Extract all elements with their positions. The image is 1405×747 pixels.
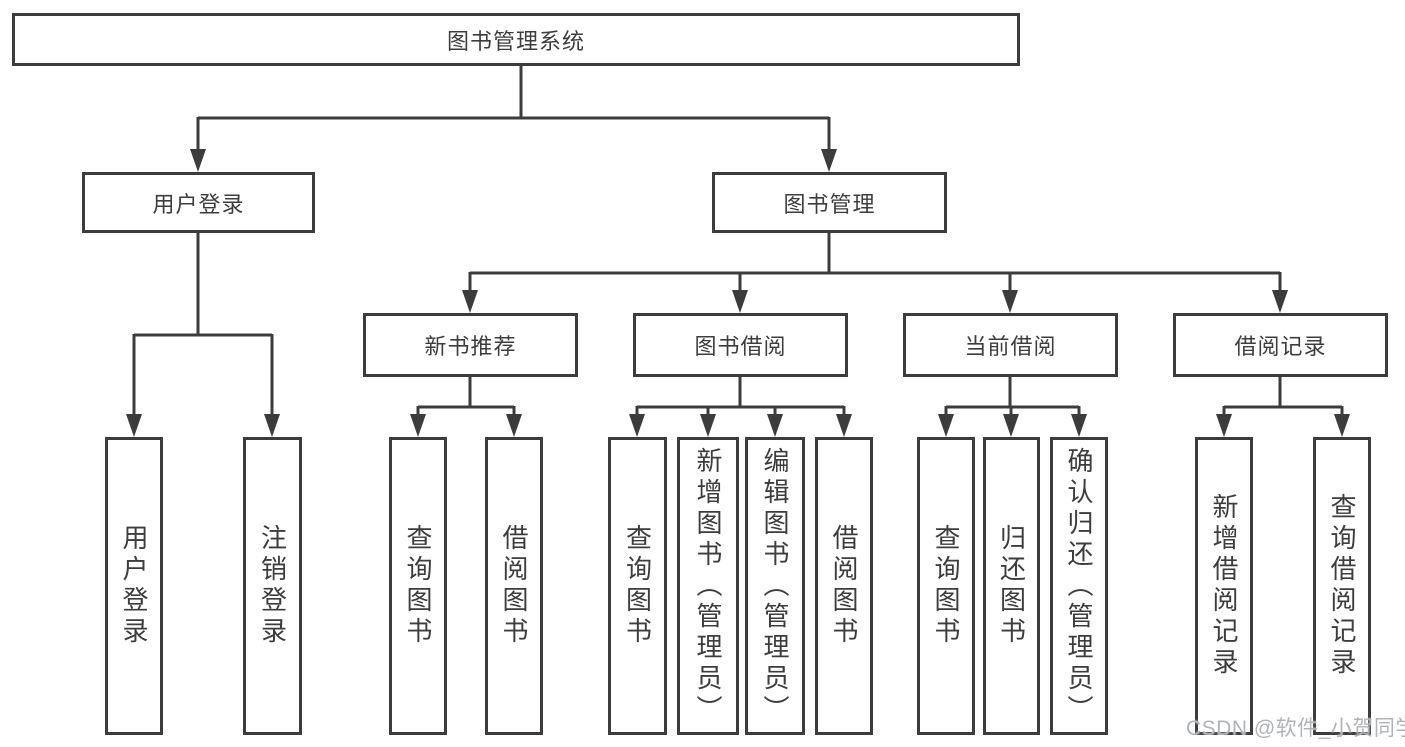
leaf-return-books: 归还图书 [983,437,1040,735]
leaf-add-borrow-record: 新增借阅记录 [1195,437,1253,735]
leaf-add-books-admin: 新增图书（管理员） [677,437,739,735]
leaf-confirm-return-admin: 确认归还（管理员） [1050,437,1108,735]
leaf-edit-books-admin: 编辑图书（管理员） [745,437,805,735]
leaf-query-books-current: 查询图书 [917,437,975,735]
node-library-management-system: 图书管理系统 [12,13,1020,66]
node-user-login: 用户登录 [82,172,315,233]
node-book-borrowing: 图书借阅 [633,313,848,377]
node-current-borrowing: 当前借阅 [903,313,1118,377]
arrowheads [126,149,1350,437]
leaf-borrow-books-recommend: 借阅图书 [485,437,543,735]
leaf-query-borrow-record: 查询借阅记录 [1313,437,1371,735]
csdn-watermark: CSDN @软件_小贺同学 [1186,717,1405,740]
leaf-user-login: 用户登录 [105,437,163,735]
leaf-query-books-borrowing: 查询图书 [608,437,667,735]
leaf-borrow-books-borrowing: 借阅图书 [815,437,873,735]
node-borrowing-records: 借阅记录 [1173,313,1388,377]
node-book-management: 图书管理 [712,172,947,233]
leaf-query-books-recommend: 查询图书 [389,437,447,735]
leaf-logout: 注销登录 [243,437,302,735]
node-new-book-recommendation: 新书推荐 [363,313,578,377]
